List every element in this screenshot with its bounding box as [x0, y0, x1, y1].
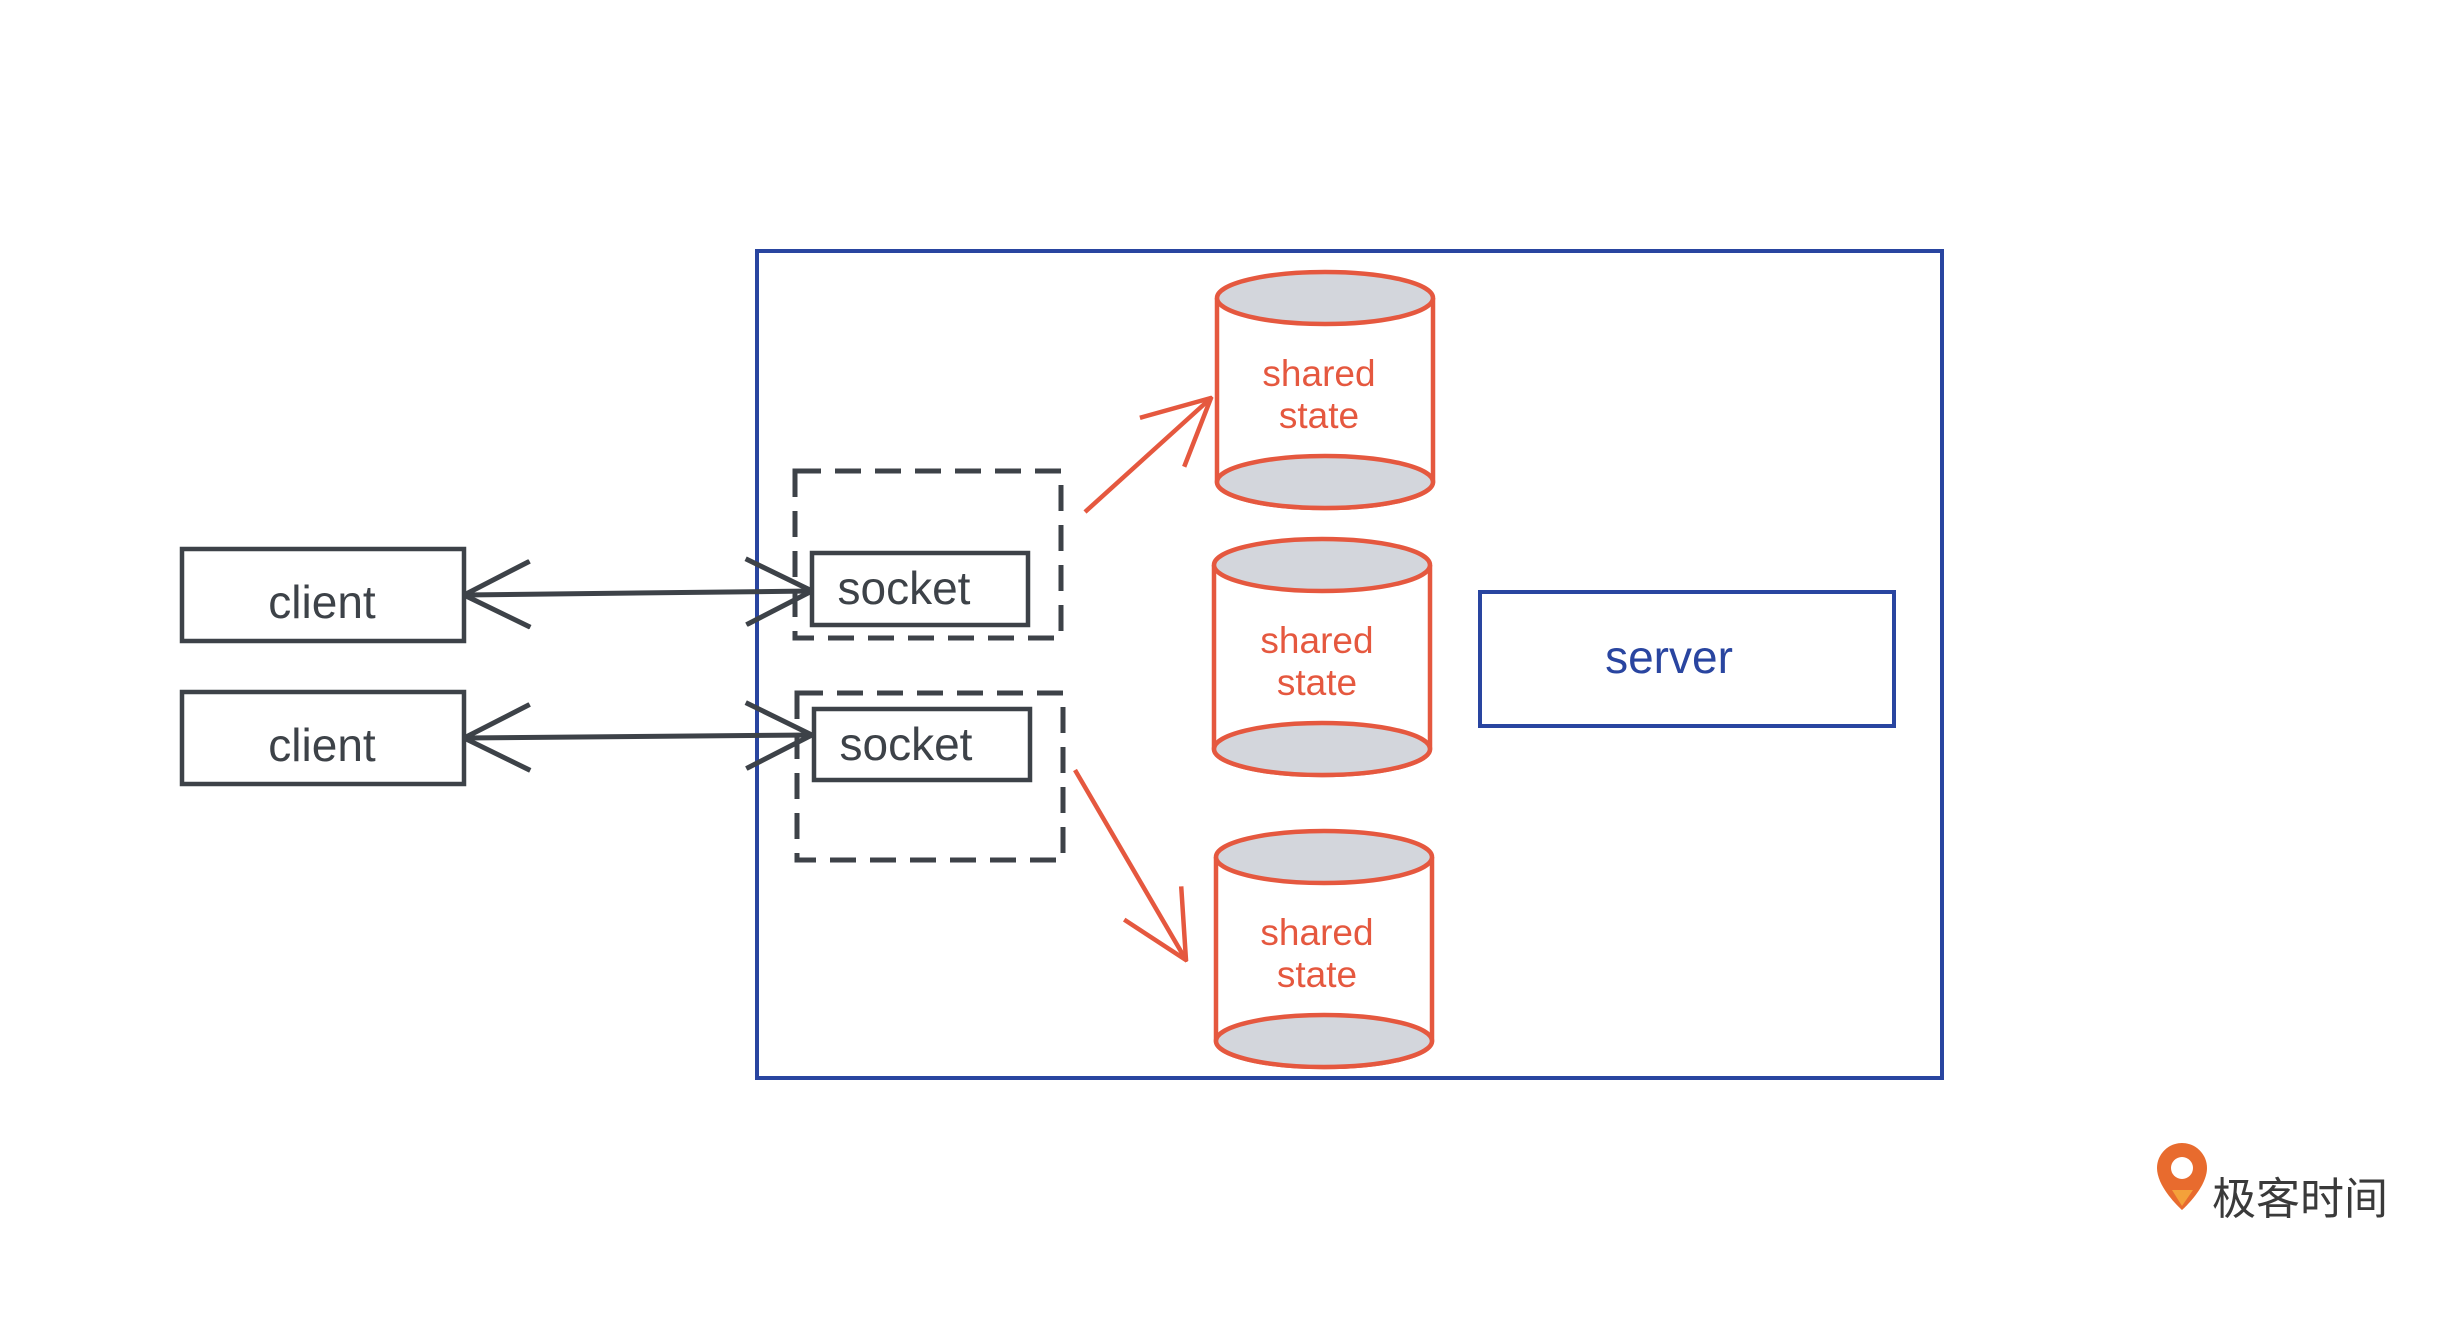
shared-state-label: state — [1277, 954, 1357, 995]
client-label: client — [268, 576, 376, 628]
socket-box: socket — [811, 706, 1033, 783]
client-socket-arrow — [464, 735, 812, 738]
client-box: client — [179, 546, 467, 644]
socket-state-arrow — [1083, 398, 1211, 514]
client-label: client — [268, 719, 376, 771]
shared-state-label: shared — [1260, 912, 1373, 953]
brand-pin-icon — [2157, 1143, 2207, 1210]
shared-state-cylinder: shared state — [1211, 536, 1433, 778]
server-box: server — [1478, 590, 1896, 728]
brand-logo: 极客时间 — [2157, 1143, 2388, 1225]
shared-state-cylinder: shared state — [1213, 828, 1435, 1070]
socket-group-frame — [794, 690, 1066, 863]
client-box: client — [179, 689, 467, 787]
server-label: server — [1605, 631, 1733, 683]
shared-state-label: state — [1277, 662, 1357, 703]
socket-box: socket — [809, 550, 1031, 628]
shared-state-label: state — [1279, 395, 1359, 436]
brand-name: 极客时间 — [2212, 1174, 2388, 1225]
shared-state-label: shared — [1260, 620, 1373, 661]
shared-state-label: shared — [1262, 353, 1375, 394]
client-socket-arrow — [464, 591, 812, 595]
socket-state-arrow — [1073, 768, 1186, 960]
server-container — [755, 249, 1944, 1080]
socket-group-frame — [792, 468, 1064, 641]
shared-state-cylinder: shared state — [1214, 269, 1436, 511]
socket-label: socket — [840, 718, 973, 770]
socket-label: socket — [838, 562, 971, 614]
